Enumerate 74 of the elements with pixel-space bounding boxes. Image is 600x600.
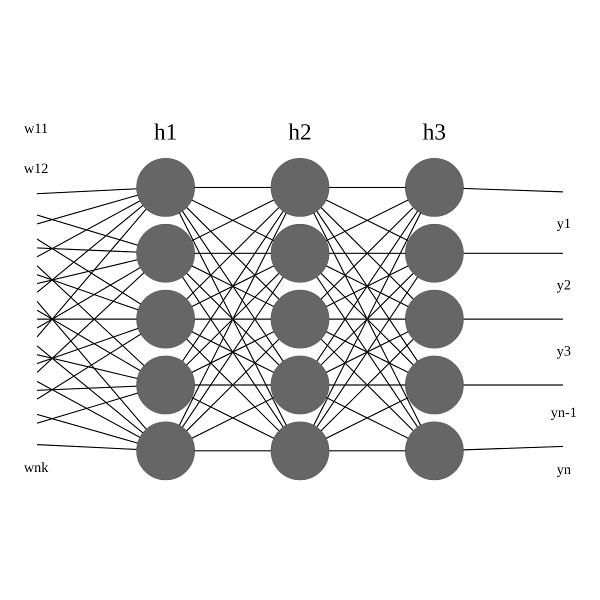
- node-circle: [270, 356, 330, 414]
- connector: [329, 318, 406, 320]
- connector: [36, 214, 138, 246]
- label: yn: [556, 462, 571, 478]
- connector: [37, 188, 137, 194]
- node-circle: [405, 421, 464, 480]
- node-circle: [405, 290, 464, 348]
- label: wnk: [24, 460, 48, 476]
- node-circle: [136, 290, 195, 348]
- label: yn-1: [550, 404, 577, 421]
- connector: [194, 318, 272, 320]
- node-circle: [136, 224, 195, 283]
- node-circle: [270, 158, 330, 217]
- connector: [36, 354, 138, 380]
- connector: [37, 386, 137, 391]
- connector: [464, 252, 563, 254]
- connector: [186, 338, 280, 432]
- connector: [326, 397, 408, 439]
- connector: [36, 345, 144, 434]
- label: y3: [556, 343, 571, 360]
- connector: [37, 247, 137, 253]
- connector: [36, 267, 140, 328]
- connector: [194, 384, 272, 386]
- connector: [36, 200, 140, 258]
- connector: [463, 188, 563, 192]
- label: h3: [422, 120, 446, 146]
- connector: [36, 414, 138, 444]
- connector: [320, 338, 414, 432]
- connector: [192, 331, 274, 373]
- connector: [329, 186, 406, 188]
- connector: [36, 334, 142, 400]
- label: w11: [24, 120, 48, 137]
- node-circle: [136, 421, 195, 480]
- connector: [36, 274, 138, 310]
- node-circle: [270, 290, 330, 348]
- connector: [36, 328, 138, 364]
- connector: [36, 194, 138, 224]
- connector: [329, 450, 406, 452]
- connector: [36, 392, 138, 424]
- connector: [36, 208, 147, 338]
- connector: [313, 212, 422, 426]
- connector: [36, 259, 138, 284]
- node-circle: [136, 158, 195, 217]
- connector: [464, 318, 563, 320]
- node-circle: [136, 356, 195, 414]
- node-circle: [405, 158, 464, 217]
- connector: [463, 446, 563, 450]
- connector: [464, 384, 563, 386]
- connector: [36, 301, 147, 430]
- connector: [194, 186, 272, 188]
- label: h2: [288, 120, 312, 146]
- connector: [36, 380, 140, 438]
- connector: [329, 384, 406, 386]
- label: y2: [556, 278, 571, 294]
- connector: [194, 450, 272, 452]
- label: h1: [154, 120, 178, 146]
- connector: [192, 397, 274, 439]
- connector: [37, 444, 137, 450]
- label: w12: [24, 161, 48, 178]
- connector: [36, 310, 140, 372]
- connector: [36, 238, 142, 305]
- connector: [326, 331, 408, 373]
- node-circle: [270, 421, 330, 480]
- connector: [36, 205, 144, 293]
- connector: [329, 252, 406, 254]
- connector: [326, 265, 408, 308]
- node-circle: [405, 356, 464, 414]
- connector: [194, 252, 272, 254]
- label: y1: [556, 216, 571, 232]
- node-circle: [405, 224, 464, 283]
- connector: [37, 318, 137, 320]
- connector: [192, 265, 274, 308]
- connector: [178, 212, 287, 426]
- node-circle: [270, 224, 330, 283]
